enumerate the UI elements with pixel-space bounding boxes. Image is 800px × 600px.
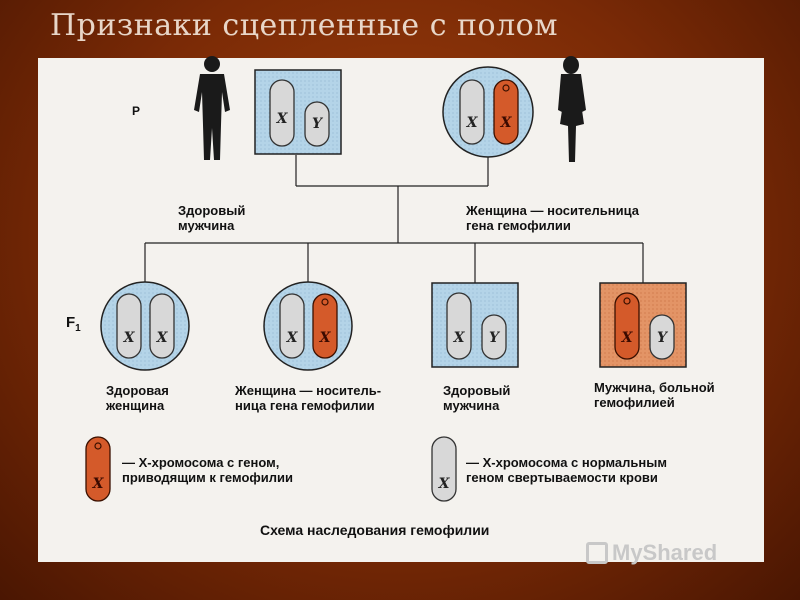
father-caption: Здоровый мужчина (178, 203, 246, 233)
y-chromosome-label: Y (312, 116, 324, 132)
x-chromosome-label: X (276, 111, 289, 127)
mother-caption: Женщина — носительница гена гемофилии (466, 203, 640, 233)
offspring-caption: Здоровый мужчина (443, 383, 511, 413)
x-chromosome-label: X (500, 115, 513, 131)
y-chromosome-label: Y (657, 330, 669, 346)
generation-f1-letter: F (66, 314, 76, 331)
offspring-healthy-male: X Y (431, 282, 519, 368)
x-chromosome (459, 79, 485, 145)
x-chromosome-mutant (493, 79, 519, 145)
offspring-caption: Здоровая женщина (106, 383, 169, 413)
generation-p-label: P (132, 104, 141, 118)
x-chromosome (116, 293, 142, 359)
y-chromosome (481, 314, 507, 360)
generation-f1-subscript: 1 (75, 323, 81, 334)
generation-f1-label: F1 (66, 314, 81, 334)
offspring-caption: Женщина — носитель- ница гена гемофилии (235, 383, 382, 413)
y-chromosome (304, 101, 330, 147)
mother-genotype-circle: X X (442, 66, 534, 158)
offspring-healthy-female: X X (100, 281, 190, 371)
legend-mutant-label: — X-хромосома с геном, приводящим к гемо… (122, 455, 293, 485)
x-chromosome-mutant (312, 293, 338, 359)
x-chromosome-label: X (319, 330, 332, 346)
x-chromosome (269, 79, 295, 147)
x-chromosome-label: X (286, 330, 299, 346)
offspring-caption: Мужчина, больной гемофилией (594, 380, 715, 410)
x-chromosome-label: X (123, 330, 136, 346)
x-chromosome-label: X (621, 330, 634, 346)
legend-mutant-chromosome: X (85, 436, 111, 502)
pedigree-lines (144, 155, 644, 283)
female-silhouette-icon (558, 56, 586, 162)
y-chromosome (649, 314, 675, 360)
x-chromosome-label: X (466, 115, 479, 131)
x-chromosome-label: X (453, 330, 466, 346)
legend-normal-chromosome: X (431, 436, 457, 502)
slide-title: Признаки сцепленные с полом (50, 8, 559, 43)
x-chromosome-label: X (438, 476, 451, 492)
x-chromosome (279, 293, 305, 359)
offspring-carrier-female: X X (263, 281, 353, 371)
x-chromosome (446, 292, 472, 360)
y-chromosome-label: Y (489, 330, 501, 346)
figure-caption: Схема наследования гемофилии (260, 522, 490, 538)
male-silhouette-icon (194, 56, 230, 160)
x-chromosome (149, 293, 175, 359)
watermark: MyShared (612, 540, 718, 565)
myshared-logo-icon (586, 542, 608, 564)
x-chromosome-label: X (156, 330, 169, 346)
x-chromosome-mutant (614, 292, 640, 360)
offspring-affected-male: X Y (599, 282, 687, 368)
legend-normal-label: — X-хромосома с нормальным геном свертыв… (466, 455, 667, 485)
father-genotype-box: X Y (254, 69, 342, 155)
x-chromosome-label: X (92, 476, 105, 492)
